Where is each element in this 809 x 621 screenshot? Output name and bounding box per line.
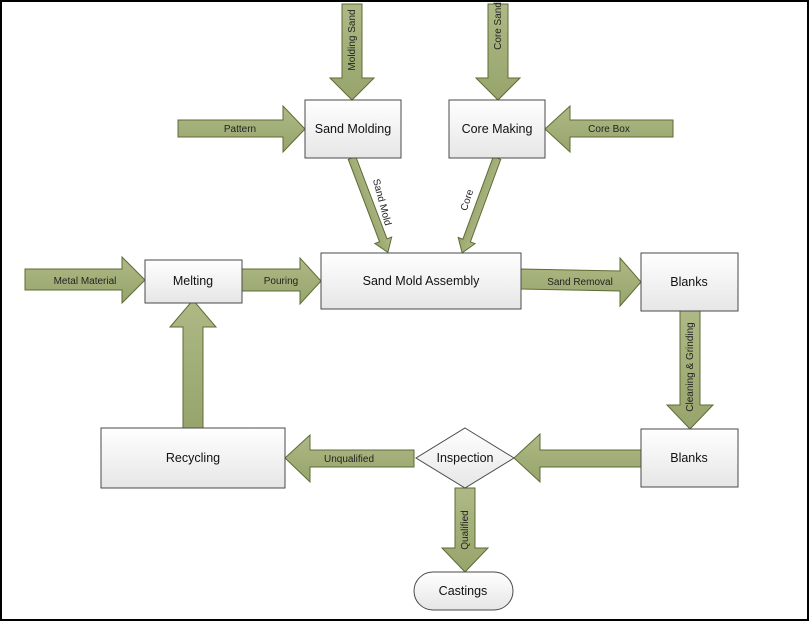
arrow-blanks-to-inspection: [513, 432, 642, 484]
node-melting: Melting: [144, 259, 243, 304]
node-label: Blanks: [670, 275, 708, 289]
arrow-sand-removal: [520, 256, 642, 308]
node-label: Blanks: [670, 451, 708, 465]
arrow-sand-mold: [347, 155, 393, 254]
arrow-unqualified: [284, 433, 415, 484]
node-sand-molding: Sand Molding: [304, 99, 402, 159]
arrow-pouring: [241, 256, 322, 306]
arrow-core-box: [544, 104, 674, 154]
label-cleaning-grinding: Cleaning & Grinding: [685, 322, 696, 412]
node-recycling: Recycling: [100, 427, 286, 489]
node-label: Sand Molding: [315, 122, 391, 136]
label-core-sand: Core Sand: [493, 2, 504, 50]
node-inspection: Inspection: [415, 427, 515, 489]
label-unqualified: Unqualified: [324, 454, 374, 465]
arrow-metal-material: [24, 255, 146, 305]
label-molding-sand: Molding Sand: [347, 9, 358, 70]
node-label: Melting: [173, 274, 213, 288]
label-qualified: Qualified: [460, 510, 471, 549]
label-pattern: Pattern: [224, 124, 256, 135]
node-castings: Castings: [413, 571, 514, 611]
arrow-pattern: [177, 104, 306, 154]
label-pouring: Pouring: [264, 276, 298, 287]
node-sand-mold-assembly: Sand Mold Assembly: [320, 252, 522, 310]
arrow-molding-sand: [328, 3, 376, 101]
label-sand-removal: Sand Removal: [547, 277, 613, 288]
node-blanks-2: Blanks: [640, 428, 739, 488]
arrow-core: [457, 155, 502, 254]
node-label: Sand Mold Assembly: [363, 274, 480, 288]
label-metal-material: Metal Material: [54, 276, 117, 287]
node-core-making: Core Making: [448, 99, 546, 159]
node-label: Core Making: [462, 122, 533, 136]
node-label: Inspection: [437, 451, 494, 465]
node-label: Recycling: [166, 451, 220, 465]
arrow-recycling-to-melting: [168, 299, 218, 429]
node-blanks-1: Blanks: [640, 252, 739, 312]
label-core-box: Core Box: [588, 124, 630, 135]
arrow-cleaning-grinding: [665, 309, 715, 430]
node-label: Castings: [439, 584, 488, 598]
arrow-qualified: [440, 487, 490, 573]
arrow-core-sand: [474, 3, 522, 101]
